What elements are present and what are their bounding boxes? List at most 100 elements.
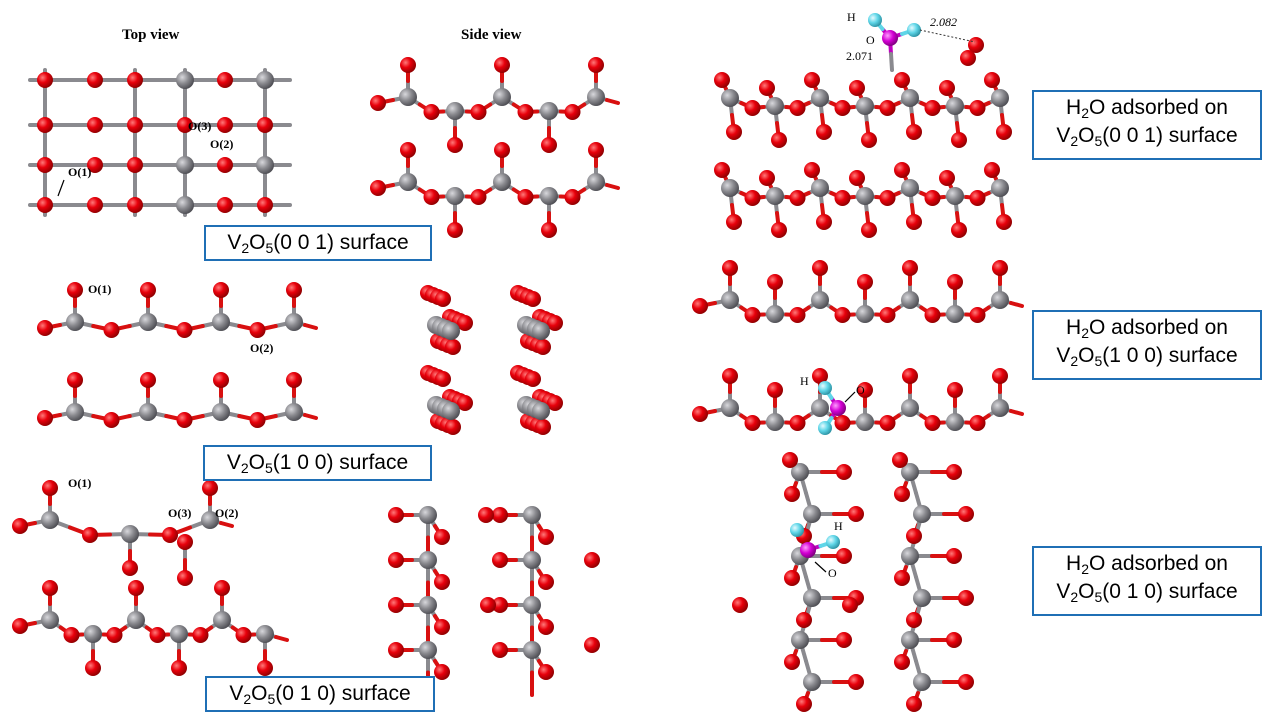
vanadium-atom — [856, 413, 874, 431]
oxygen-atom — [423, 189, 440, 205]
vanadium-atom — [419, 506, 437, 524]
oxygen-atom — [127, 117, 143, 133]
oxygen-atom — [370, 95, 386, 111]
vanadium-atom — [991, 291, 1009, 309]
vanadium-atom — [446, 102, 464, 120]
oxygen-atom — [37, 72, 53, 88]
oxygen-atom — [434, 664, 450, 680]
oxygen-atom — [744, 415, 761, 431]
bond — [274, 635, 289, 642]
oxygen-atom — [538, 619, 554, 635]
label-text: V — [229, 682, 244, 705]
oxygen-atom — [722, 260, 738, 276]
oxygen-atom — [87, 197, 103, 213]
oxygen-atom — [969, 190, 986, 206]
oxygen-atom — [692, 406, 708, 422]
vanadium-atom — [901, 89, 919, 107]
oxygen-atom — [924, 307, 941, 323]
vanadium-atom — [803, 673, 821, 691]
oxygen-atom — [714, 162, 730, 178]
oxygen-atom — [789, 415, 806, 431]
oxygen-atom — [435, 371, 451, 387]
oxygen-atom — [202, 480, 218, 496]
oxygen-atom — [192, 627, 209, 643]
oxygen-atom — [286, 282, 302, 298]
oxygen-atom — [388, 597, 404, 613]
vanadium-atom — [41, 511, 59, 529]
label-sub: 5 — [265, 240, 274, 256]
label-v2o5-010: V2O5(0 1 0) surface — [205, 676, 435, 712]
vanadium-atom — [901, 179, 919, 197]
label-text: V — [226, 451, 241, 474]
oxygen-atom — [435, 291, 451, 307]
oxygen-atom — [177, 570, 193, 586]
label-line2: V2O5(0 1 0) surface — [1044, 578, 1250, 606]
vanadium-atom — [442, 402, 460, 420]
oxygen-atom — [946, 548, 962, 564]
oxygen-atom — [996, 124, 1012, 140]
label-text: O — [248, 451, 265, 474]
oxygen-atom — [286, 372, 302, 388]
vanadium-atom — [901, 463, 919, 481]
oxygen-atom — [177, 534, 193, 550]
vanadium-atom — [399, 173, 417, 191]
distance-d2: 2.071 — [846, 49, 873, 63]
oxygen-atom — [214, 580, 230, 596]
vanadium-atom — [66, 403, 84, 421]
oxygen-atom — [992, 368, 1008, 384]
vanadium-atom — [285, 313, 303, 331]
label-text: O adsorbed on — [1089, 96, 1228, 119]
oxygen-atom — [494, 57, 510, 73]
oxygen-atom — [37, 197, 53, 213]
oxygen-atom — [128, 580, 144, 596]
oxygen-atom — [37, 157, 53, 173]
label-text: O — [251, 682, 268, 705]
vanadium-atom — [66, 313, 84, 331]
vanadium-atom — [419, 641, 437, 659]
side-view-title: Side view — [461, 27, 522, 43]
vanadium-atom — [256, 71, 274, 89]
vanadium-atom — [523, 506, 541, 524]
vanadium-atom — [766, 413, 784, 431]
vanadium-atom — [913, 505, 931, 523]
o1-arrow-001 — [57, 179, 65, 197]
label-text: V — [227, 231, 242, 254]
oxygen-atom — [947, 274, 963, 290]
oxygen-atom — [257, 660, 273, 676]
oxygen-atom — [103, 412, 120, 428]
oxygen-atom — [400, 142, 416, 158]
oxygen-atom — [87, 157, 103, 173]
oxygen-atom — [804, 162, 820, 178]
oxygen-atom — [478, 507, 494, 523]
label-line1: H2O adsorbed on — [1044, 550, 1250, 578]
o3-label-001: O(3) — [188, 119, 211, 133]
vanadium-atom — [587, 88, 605, 106]
oxygen-atom — [37, 410, 53, 426]
oxygen-atom — [879, 415, 896, 431]
oxygen-atom — [816, 214, 832, 230]
vanadium-atom — [811, 399, 829, 417]
label-h2o-v2o5-010: H2O adsorbed on V2O5(0 1 0) surface — [1032, 546, 1262, 616]
oxygen-atom — [434, 574, 450, 590]
hydrogen-atom — [818, 421, 832, 435]
vanadium-atom — [523, 551, 541, 569]
oxygen-atom — [87, 72, 103, 88]
oxygen-atom — [924, 415, 941, 431]
oxygen-atom — [816, 124, 832, 140]
label-h2o-v2o5-001: H2O adsorbed on V2O5(0 0 1) surface — [1032, 90, 1262, 160]
oxygen-atom — [784, 486, 800, 502]
oxygen-atom — [759, 80, 775, 96]
label-sub: 2 — [240, 460, 249, 476]
vanadium-atom — [139, 403, 157, 421]
oxygen-atom — [812, 368, 828, 384]
vanadium-atom — [256, 156, 274, 174]
oxygen-atom — [894, 162, 910, 178]
oxygen-atom — [857, 382, 873, 398]
oxygen-atom — [538, 529, 554, 545]
h-label-a010: H — [834, 519, 843, 533]
h-label-a100: H — [800, 374, 809, 388]
label-text: V — [1056, 580, 1071, 603]
hbond-dashed-line — [919, 29, 976, 43]
o3-label-010: O(3) — [168, 506, 191, 520]
label-text: O — [1078, 124, 1095, 147]
